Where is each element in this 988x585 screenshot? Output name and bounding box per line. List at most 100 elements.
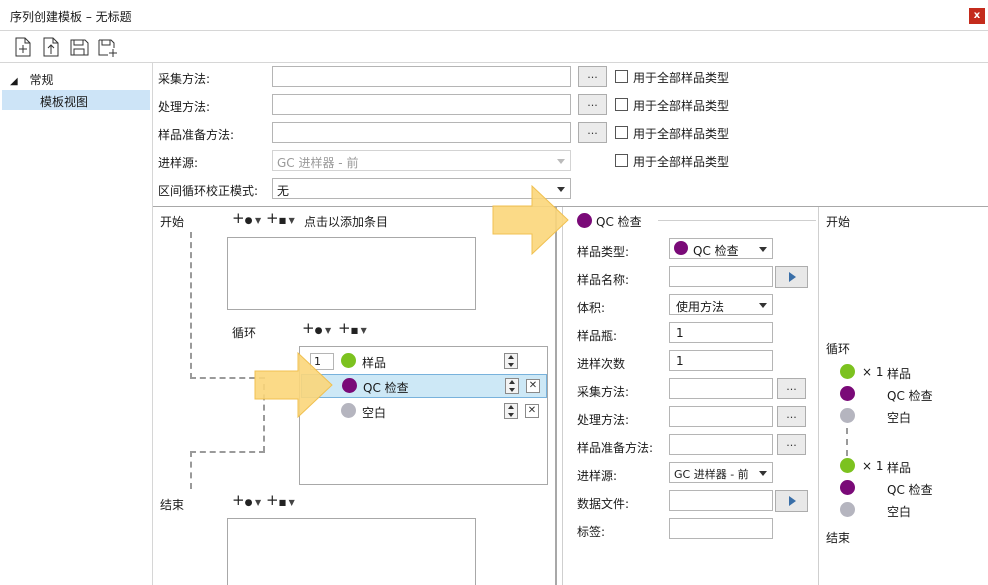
inlet-apply-all-checkbox[interactable] xyxy=(615,154,628,167)
detail-header: QC 检查 xyxy=(596,215,642,229)
callout-arrow-icon xyxy=(492,185,569,255)
preview-item: QC 检查 xyxy=(887,483,933,497)
reorder-stepper[interactable] xyxy=(504,353,518,369)
chevron-down-icon xyxy=(557,159,565,164)
prep-method-field[interactable] xyxy=(272,122,571,143)
vial-label: 样品瓶: xyxy=(577,329,618,343)
reorder-stepper[interactable] xyxy=(504,403,518,419)
loop-item-blank[interactable]: 空白 ✕ xyxy=(301,399,547,423)
bracket-mode-label: 区间循环校正模式: xyxy=(158,184,259,198)
acquisition-apply-all-label: 用于全部样品类型 xyxy=(633,71,730,85)
new-icon[interactable] xyxy=(12,36,34,58)
preview-item: 样品 xyxy=(887,367,912,381)
inlet-apply-all-label: 用于全部样品类型 xyxy=(633,155,730,169)
nav-group-general[interactable]: ◢ 常规 xyxy=(10,71,54,88)
chevron-down-icon xyxy=(759,303,767,308)
injections-field[interactable]: 1 xyxy=(669,350,773,371)
processing-browse-button[interactable]: ... xyxy=(578,94,607,115)
add-loop-block-button[interactable]: +■ ▼ xyxy=(338,319,367,337)
start-items-box[interactable] xyxy=(227,237,476,310)
detail-inlet-select[interactable]: GC 进样器 - 前 xyxy=(669,462,773,483)
volume-value: 使用方法 xyxy=(676,300,725,314)
qc-dot-icon xyxy=(674,241,688,255)
click-to-add-label[interactable]: 点击以添加条目 xyxy=(304,215,389,229)
add-block-button[interactable]: +■ ▼ xyxy=(266,209,295,227)
acquisition-method-label: 采集方法: xyxy=(158,72,211,86)
acquisition-method-field[interactable] xyxy=(272,66,571,87)
loop-item-qc-check[interactable]: QC 检查 ✕ xyxy=(301,374,547,398)
toolbar xyxy=(0,31,988,63)
callout-arrow-icon xyxy=(254,352,333,418)
bracket-mode-select[interactable]: 无 xyxy=(272,178,571,199)
preview-item: QC 检查 xyxy=(887,389,933,403)
processing-apply-all-checkbox[interactable] xyxy=(615,98,628,111)
prep-apply-all-checkbox[interactable] xyxy=(615,126,628,139)
save-icon[interactable] xyxy=(68,36,90,58)
preview-end-label: 结束 xyxy=(826,531,851,545)
connector-line xyxy=(190,451,265,453)
collapse-icon[interactable]: ◢ xyxy=(10,76,18,87)
add-end-block-button[interactable]: +■ ▼ xyxy=(266,491,295,509)
sample-name-expand-button[interactable] xyxy=(775,266,808,288)
header-rule xyxy=(658,220,816,221)
panel-splitter[interactable] xyxy=(555,207,557,585)
connector-line xyxy=(190,232,192,379)
sample-dot-icon xyxy=(341,353,356,368)
inlet-value: GC 进样器 - 前 xyxy=(277,156,359,170)
left-nav: ◢ 常规 xyxy=(0,63,153,585)
acquisition-browse-button[interactable]: ... xyxy=(578,66,607,87)
detail-acq-field[interactable] xyxy=(669,378,773,399)
preview-loop-label: 循环 xyxy=(826,342,851,356)
remove-item-icon[interactable]: ✕ xyxy=(526,379,540,393)
blank-dot-icon xyxy=(341,403,356,418)
datafile-field[interactable] xyxy=(669,490,773,511)
add-sample-button[interactable]: +● ▼ xyxy=(232,209,262,227)
sample-type-select[interactable]: QC 检查 xyxy=(669,238,773,259)
vial-field[interactable]: 1 xyxy=(669,322,773,343)
datafile-expand-button[interactable] xyxy=(775,490,808,512)
volume-select[interactable]: 使用方法 xyxy=(669,294,773,315)
qc-dot-icon xyxy=(840,386,855,401)
detail-proc-browse-button[interactable]: ... xyxy=(777,406,806,427)
detail-prep-browse-button[interactable]: ... xyxy=(777,434,806,455)
vial-value: 1 xyxy=(676,326,684,340)
import-icon[interactable] xyxy=(40,36,62,58)
prep-browse-button[interactable]: ... xyxy=(578,122,607,143)
reorder-stepper[interactable] xyxy=(505,378,519,394)
prep-apply-all-label: 用于全部样品类型 xyxy=(633,127,730,141)
add-end-sample-button[interactable]: +● ▼ xyxy=(232,491,262,509)
detail-acq-browse-button[interactable]: ... xyxy=(777,378,806,399)
detail-prep-field[interactable] xyxy=(669,434,773,455)
loop-count-field[interactable]: 1 xyxy=(310,353,334,370)
processing-apply-all-label: 用于全部样品类型 xyxy=(633,99,730,113)
nav-item-template-view[interactable]: 模板视图 xyxy=(2,90,150,110)
loop-item-sample[interactable]: 1 样品 xyxy=(301,349,547,373)
connector-line xyxy=(263,384,265,452)
nav-item-label: 模板视图 xyxy=(40,95,89,109)
tag-field[interactable] xyxy=(669,518,773,539)
loop-item-label: 空白 xyxy=(362,406,387,420)
loop-items-box: 1 样品 QC 检查 ✕ 空白 ✕ xyxy=(299,346,548,485)
preview-divider xyxy=(818,207,819,585)
add-loop-sample-button[interactable]: +● ▼ xyxy=(302,319,332,337)
preview-start-label: 开始 xyxy=(826,215,851,229)
acquisition-apply-all-checkbox[interactable] xyxy=(615,70,628,83)
injections-label: 进样次数 xyxy=(577,357,626,371)
panel-divider xyxy=(562,207,563,585)
end-items-box[interactable] xyxy=(227,518,476,585)
inlet-select[interactable]: GC 进样器 - 前 xyxy=(272,150,571,171)
blank-dot-icon xyxy=(840,408,855,423)
detail-prep-label: 样品准备方法: xyxy=(577,441,654,455)
preview-item: 空白 xyxy=(887,411,912,425)
chevron-down-icon xyxy=(557,187,565,192)
processing-method-field[interactable] xyxy=(272,94,571,115)
chevron-down-icon xyxy=(759,247,767,252)
datafile-label: 数据文件: xyxy=(577,497,630,511)
save-as-icon[interactable] xyxy=(96,36,118,58)
close-button[interactable]: x xyxy=(969,8,985,24)
qc-dot-icon xyxy=(577,213,592,228)
sample-name-field[interactable] xyxy=(669,266,773,287)
processing-method-label: 处理方法: xyxy=(158,100,211,114)
detail-proc-field[interactable] xyxy=(669,406,773,427)
remove-item-icon[interactable]: ✕ xyxy=(525,404,539,418)
